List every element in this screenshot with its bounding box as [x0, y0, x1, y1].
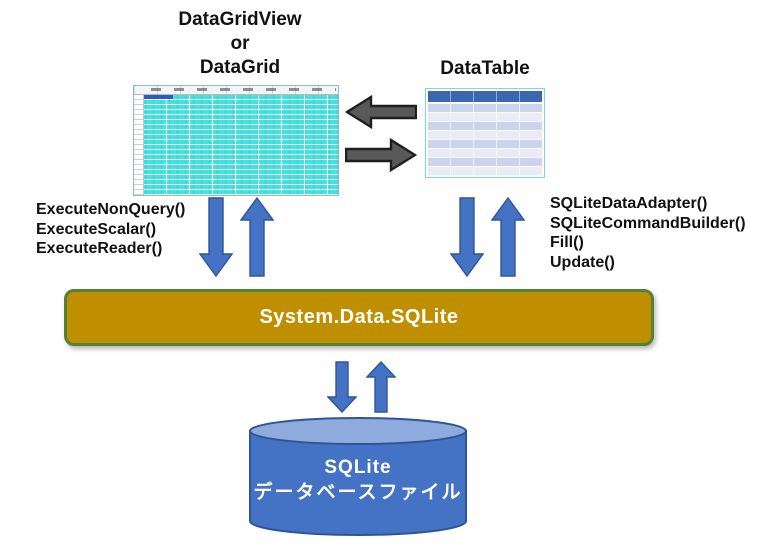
arrow-down-icon [450, 197, 484, 277]
datagridview-rows [144, 95, 338, 195]
datagridview-row-header-column [134, 95, 144, 195]
datagridview-header-row [134, 86, 338, 95]
provider-label: System.Data.SQLite [259, 306, 459, 328]
command-methods: ExecuteNonQuery() ExecuteScalar() Execut… [36, 200, 185, 259]
method-execute-scalar: ExecuteScalar() [36, 220, 157, 238]
datagrid-title-line3: DataGrid [199, 57, 281, 78]
method-execute-reader: ExecuteReader() [36, 240, 163, 257]
database-label-line2: データベースファイル [253, 482, 463, 503]
datagrid-title: DataGridView or DataGrid [140, 8, 340, 80]
arrow-left-icon [345, 95, 417, 129]
adapter-methods: SQLiteDataAdapter() SQLiteCommandBuilder… [550, 194, 746, 272]
system-data-sqlite-bar: System.Data.SQLite [64, 289, 654, 346]
database-label: SQLite データベースファイル [248, 456, 468, 506]
datagrid-title-line1: DataGridView [178, 9, 302, 30]
datatable-graphic [425, 88, 545, 178]
arrow-down-icon [327, 361, 357, 413]
datagridview-header-text [146, 88, 336, 91]
arrow-up-icon [366, 361, 396, 413]
datatable-rows [428, 103, 542, 176]
method-update: Update() [550, 253, 615, 271]
datatable-header-row [428, 91, 542, 102]
datagridview-screenshot [133, 85, 339, 196]
arrow-up-icon [491, 197, 525, 277]
method-sqlite-commandbuilder: SQLiteCommandBuilder() [550, 214, 746, 232]
datagridview-selected-cell [144, 95, 173, 99]
arrow-up-icon [240, 197, 274, 277]
datatable-title: DataTable [440, 58, 530, 79]
arrow-right-icon [345, 138, 417, 172]
datagrid-title-line2: or [230, 33, 250, 54]
database-label-line1: SQLite [324, 457, 392, 478]
method-fill: Fill() [550, 234, 584, 251]
arrow-down-icon [199, 197, 233, 277]
database-cylinder-icon [249, 417, 467, 536]
method-execute-nonquery: ExecuteNonQuery() [36, 201, 186, 218]
method-sqlite-dataadapter: SQLiteDataAdapter() [550, 195, 708, 212]
